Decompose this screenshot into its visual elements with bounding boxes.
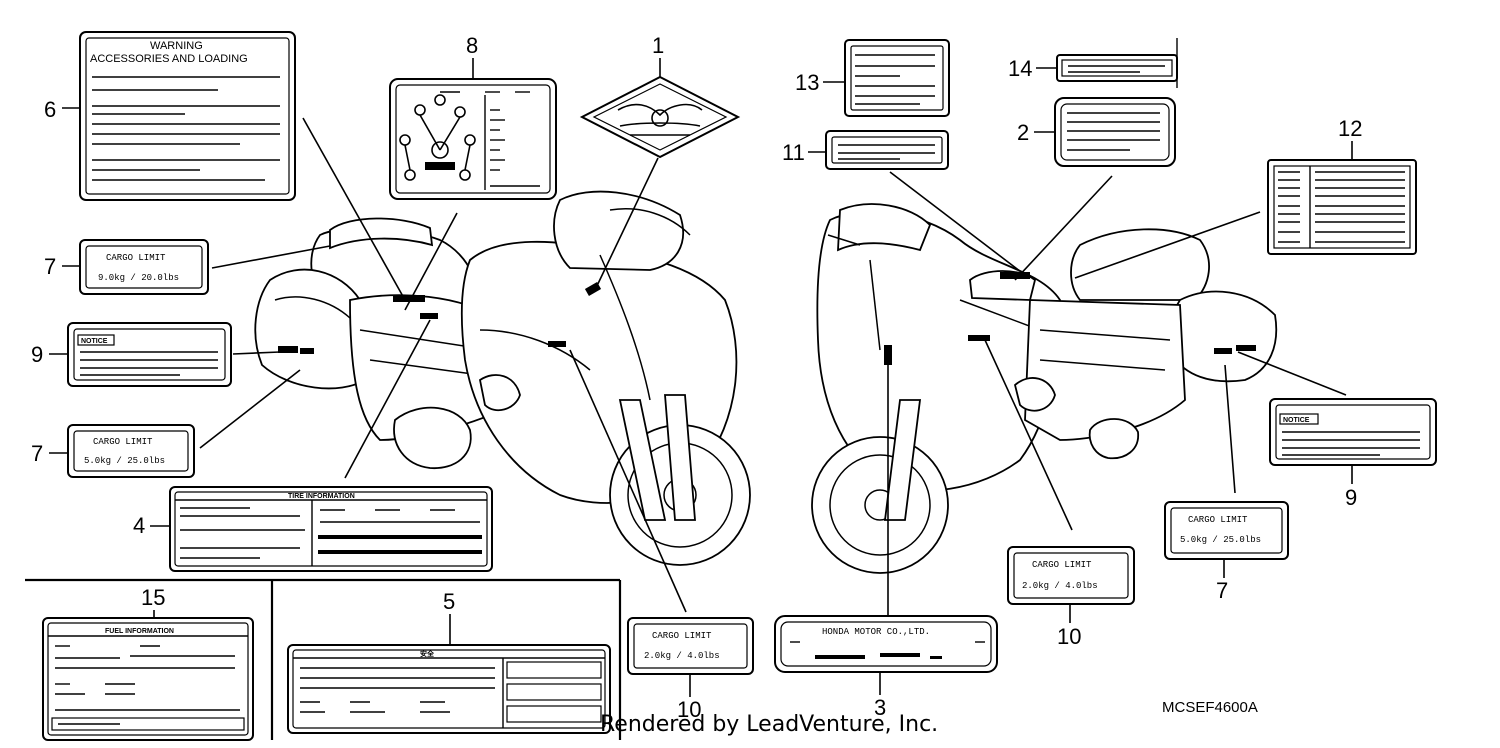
callout-1: 1	[652, 33, 664, 58]
label-8-diagram-sticker	[389, 78, 557, 200]
label-9-notice-right: NOTICE	[1269, 398, 1437, 466]
footer-credit: Rendered by LeadVenture, Inc.	[600, 712, 938, 737]
callout-8: 8	[466, 33, 478, 58]
label-13	[844, 39, 950, 117]
label-14	[1056, 38, 1178, 88]
tire-info-title: TIRE INFORMATION	[288, 493, 355, 500]
callout-7-right: 7	[1216, 578, 1228, 603]
emission-title: 安全	[420, 649, 435, 658]
cargo-title-right: CARGO LIMIT	[1188, 515, 1248, 525]
callout-numbers: 1 2 3 4 5 6 7 7 7 8 9 9 10 10 11 12 13	[31, 33, 1362, 722]
callout-7-top: 7	[44, 254, 56, 279]
lower-left-frame	[25, 578, 622, 740]
callout-4: 4	[133, 513, 145, 538]
label-15-fuel-information: FUEL INFORMATION	[42, 617, 254, 741]
leader-lines	[199, 117, 1347, 618]
cargo-title-middle: CARGO LIMIT	[93, 437, 153, 447]
label-9-notice-left: NOTICE	[67, 322, 232, 387]
label-7-cargo-right: CARGO LIMIT 5.0kg / 25.0lbs	[1164, 501, 1289, 560]
callout-7-middle: 7	[31, 441, 43, 466]
label-2	[1054, 97, 1176, 167]
notice-title-right: NOTICE	[1283, 417, 1310, 424]
warning-text-lines	[92, 76, 280, 181]
label-markers	[278, 272, 1256, 365]
cargo-title-10-left: CARGO LIMIT	[652, 631, 712, 641]
cargo-value-10-right: 2.0kg / 4.0lbs	[1022, 581, 1098, 591]
drawing-code: MCSEF4600A	[1162, 699, 1258, 716]
callout-9-left: 9	[31, 342, 43, 367]
cargo-title-top: CARGO LIMIT	[106, 253, 166, 263]
callout-10-right: 10	[1057, 624, 1081, 649]
callout-10-left: 10	[677, 697, 701, 722]
warning-subtitle: ACCESSORIES AND LOADING	[90, 53, 248, 65]
callout-13: 13	[795, 70, 819, 95]
left-motorcycle	[254, 190, 751, 566]
cargo-value-10-left: 2.0kg / 4.0lbs	[644, 651, 720, 661]
label-1-diamond-emblem	[579, 75, 741, 159]
label-6-warning: WARNING ACCESSORIES AND LOADING	[79, 31, 296, 201]
callout-11: 11	[782, 140, 805, 165]
label-10-cargo-left: CARGO LIMIT 2.0kg / 4.0lbs	[627, 617, 754, 675]
callout-14: 14	[1008, 56, 1032, 81]
label-11	[825, 130, 949, 170]
callout-3: 3	[874, 695, 886, 720]
cargo-value-top: 9.0kg / 20.0lbs	[98, 273, 179, 283]
honda-motor-text: HONDA MOTOR CO.,LTD.	[822, 627, 930, 637]
label-7-cargo-middle: CARGO LIMIT 5.0kg / 25.0lbs	[67, 424, 195, 478]
notice-title-left: NOTICE	[81, 338, 108, 345]
cargo-value-middle: 5.0kg / 25.0lbs	[84, 456, 165, 466]
label-10-cargo-right: CARGO LIMIT 2.0kg / 4.0lbs	[1007, 546, 1135, 605]
right-motorcycle	[811, 203, 1278, 574]
callout-2: 2	[1017, 120, 1029, 145]
callout-12: 12	[1338, 116, 1362, 141]
callout-6: 6	[44, 97, 56, 122]
label-12-rows	[1278, 171, 1405, 243]
callout-15: 15	[141, 585, 165, 610]
warning-title: WARNING	[150, 40, 203, 52]
sticker-schematic	[399, 94, 476, 181]
label-7-cargo-top: CARGO LIMIT 9.0kg / 20.0lbs	[79, 239, 209, 295]
callout-5: 5	[443, 589, 455, 614]
callout-9-right: 9	[1345, 485, 1357, 510]
label-4-tire-information: TIRE INFORMATION	[169, 486, 493, 572]
label-3-honda-motor: HONDA MOTOR CO.,LTD.	[774, 615, 998, 673]
cargo-value-right: 5.0kg / 25.0lbs	[1180, 535, 1261, 545]
fuel-info-title: FUEL INFORMATION	[105, 628, 174, 635]
label-5-emission: 安全	[287, 644, 611, 734]
label-12	[1267, 159, 1417, 255]
cargo-title-10-right: CARGO LIMIT	[1032, 560, 1092, 570]
sticker-scale-lines	[440, 91, 540, 187]
